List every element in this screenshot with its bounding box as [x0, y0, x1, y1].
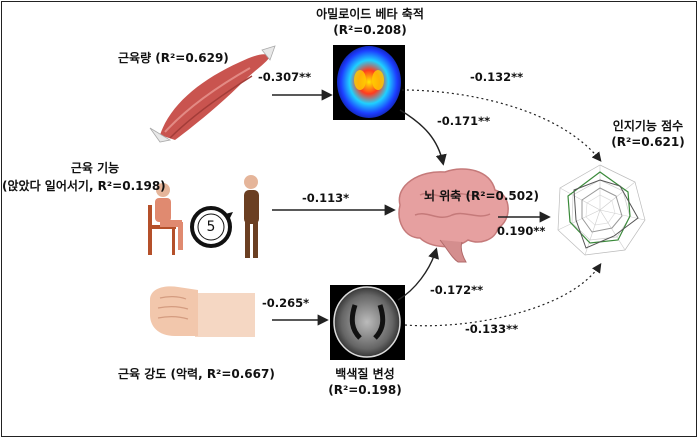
white-matter-r2: (R²=0.198) — [328, 383, 402, 397]
coef-amyloid-to-cognition: -0.132** — [470, 70, 524, 84]
coef-amyloid-to-atrophy: -0.171** — [437, 114, 491, 128]
cognition-title: 인지기능 점수 — [612, 119, 684, 133]
coef-strength-to-wm: -0.265* — [262, 296, 310, 310]
muscle-strength-label: 근육 강도 (악력, R²=0.667) — [118, 367, 275, 381]
arrow-wm-to-atrophy — [397, 247, 439, 301]
arrow-wm-to-cognition — [404, 263, 602, 327]
muscle-function-subtitle: (앉았다 일어서기, R²=0.198) — [2, 179, 166, 193]
amyloid-r2: (R²=0.208) — [333, 23, 407, 37]
arrow-amyloid-to-atrophy — [399, 109, 447, 166]
cognition-r2: (R²=0.621) — [611, 135, 685, 149]
coef-atrophy-to-cognition: 0.190** — [497, 224, 546, 238]
coef-function-to-atrophy: -0.113* — [302, 191, 350, 205]
sit-stand-icon — [148, 175, 259, 258]
muscle-icon — [149, 45, 276, 143]
fist-icon — [150, 286, 255, 337]
coef-wm-to-atrophy: -0.172** — [430, 283, 484, 297]
cognition-radar-chart-icon — [557, 164, 646, 256]
coef-wm-to-cognition: -0.133** — [465, 322, 519, 336]
sit-stand-count: 5 — [206, 219, 216, 235]
white-matter-mri-icon — [330, 285, 405, 360]
arrow-amyloid-to-cognition — [401, 89, 602, 162]
muscle-mass-label: 근육량 (R²=0.629) — [118, 51, 229, 65]
brain-icon — [398, 168, 509, 263]
coef-mass-to-amyloid: -0.307** — [258, 70, 312, 84]
amyloid-pet-scan-icon — [333, 45, 405, 120]
muscle-function-title: 근육 기능 — [70, 161, 120, 175]
white-matter-title: 백색질 변성 — [335, 367, 395, 381]
brain-atrophy-label: 뇌 위축 (R²=0.502) — [424, 189, 539, 203]
amyloid-title: 아밀로이드 베타 축적 — [316, 7, 424, 21]
